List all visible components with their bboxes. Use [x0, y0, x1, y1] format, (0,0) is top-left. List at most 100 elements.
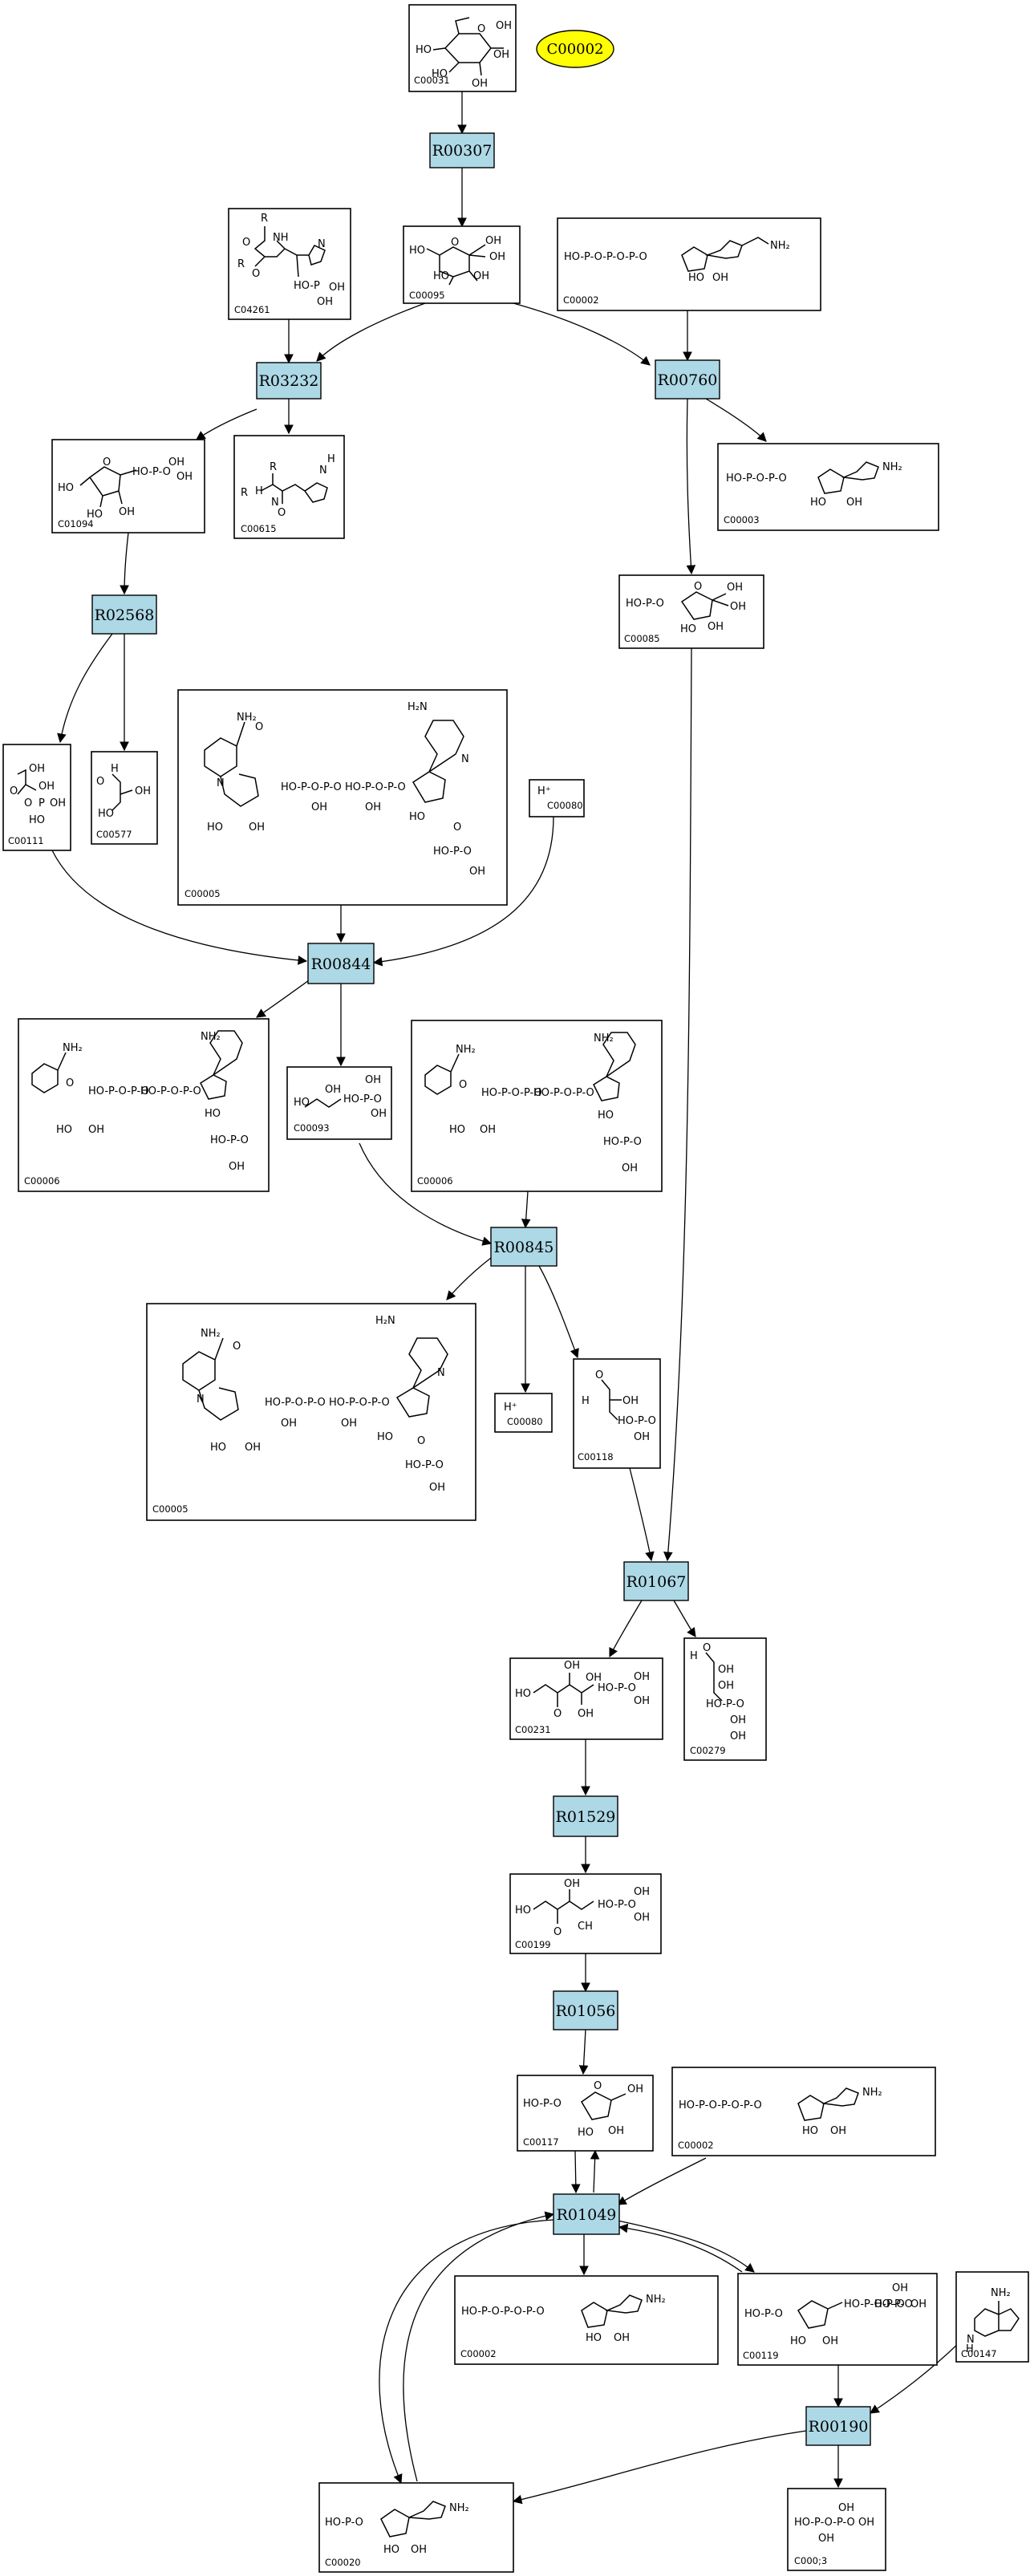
atom: HO — [790, 2335, 806, 2347]
compound-c04261[interactable]: R O NH R O N HO-P OH OH C04261 — [228, 208, 351, 320]
compound-c00093[interactable]: HO OH HO-P-O OH OH C00093 — [286, 1066, 392, 1140]
compound-id: C00095 — [409, 290, 445, 301]
atom: N — [437, 1367, 445, 1379]
compound-c01094[interactable]: O HO-P-O OH OH HO HO OH C01094 — [51, 439, 205, 533]
atom: HO — [409, 245, 425, 257]
atom: HO — [515, 1688, 531, 1700]
compound-c00013[interactable]: HO-P-O-P-O OH OH OH C000;3 — [787, 2488, 886, 2571]
reaction-R01056[interactable]: R01056 — [553, 1990, 618, 2030]
compound-c00117[interactable]: HO-P-O O OH HO OH C00117 — [517, 2075, 654, 2152]
edge-r01049-c00020 — [379, 2219, 554, 2485]
atom: HO-P — [294, 280, 320, 292]
compound-c00002-top[interactable]: HO-P-O-P-O-P-O NH₂ HO OH C00002 — [557, 217, 821, 311]
compound-c00118[interactable]: O H OH HO-P-O OH C00118 — [573, 1358, 661, 1469]
atom: NH — [273, 232, 289, 244]
reaction-R00760[interactable]: R00760 — [655, 359, 720, 400]
reaction-R01067[interactable]: R01067 — [623, 1561, 689, 1601]
edge-c00095-r00760 — [513, 302, 651, 366]
compound-id: C00093 — [294, 1122, 330, 1134]
compound-c00231[interactable]: HO OH OH O OH HO-P-O OH OH C00231 — [509, 1657, 663, 1740]
compound-c00147[interactable]: NH₂ N H C00147 — [955, 2271, 1029, 2363]
compound-c00085[interactable]: HO-P-O O OH OH HO OH C00085 — [618, 574, 764, 649]
atom: HO-P-O-P-O — [345, 781, 406, 793]
reaction-R01529[interactable]: R01529 — [553, 1795, 618, 1837]
reaction-R00307[interactable]: R00307 — [429, 132, 495, 168]
atom: HO — [578, 2127, 594, 2139]
reaction-R02568[interactable]: R02568 — [91, 594, 157, 635]
compound-id: C00085 — [624, 633, 660, 644]
atom: OH — [586, 1672, 602, 1684]
edge-r01067-c00231 — [609, 1600, 643, 1658]
edge-c00119-r01049 — [618, 2223, 743, 2273]
compound-c00095[interactable]: O OH OH HO HO OH C00095 — [403, 225, 521, 304]
compound-c00003[interactable]: HO-P-O-P-O NH₂ HO OH C00003 — [717, 443, 939, 531]
atom: H — [327, 453, 335, 465]
compound-c00002-low[interactable]: HO-P-O-P-O-P-O NH₂ HO OH C00002 — [454, 2275, 719, 2365]
atom: OH — [317, 296, 333, 308]
atom: O — [694, 581, 702, 593]
atom: HO — [56, 1124, 72, 1136]
edge-c00006b-r00845 — [521, 1191, 531, 1229]
atom: H — [255, 485, 263, 497]
compound-c00020[interactable]: HO-P-O NH₂ HO OH C00020 — [318, 2482, 514, 2573]
compound-c00006-a[interactable]: NH₂ O HO-P-O-P-O HO-P-O-P-O HO OH NH₂ HO… — [18, 1018, 270, 1192]
atom: HO-P-O-P-O — [329, 1397, 390, 1409]
atom: OH — [634, 1886, 650, 1898]
compound-c00006-b[interactable]: NH₂ O HO-P-O-P-O HO-P-O-P-O HO OH NH₂ HO… — [411, 1020, 663, 1192]
compound-c00111[interactable]: OH O OH O P OH HO C00111 — [2, 744, 71, 851]
edge-c00085-r01067 — [663, 647, 692, 1562]
atom: HO — [598, 1110, 614, 1122]
atom: HO-P-O-P-O — [533, 1087, 594, 1099]
edge-c00080-r00844 — [372, 816, 554, 967]
atom: OH — [634, 1431, 650, 1443]
atom: N — [461, 753, 469, 765]
edge-r00844-c00006a — [256, 980, 310, 1018]
atom: N — [217, 777, 225, 789]
compound-c00615[interactable]: H N R R H N O C00615 — [233, 435, 345, 539]
atom: HO-P-O — [325, 2517, 363, 2529]
compound-id: C04261 — [234, 304, 270, 315]
compound-c00119[interactable]: HO-P-O HO-P-O-P-O HO-P-O OH OH HO OH C00… — [737, 2273, 938, 2366]
compound-c00279[interactable]: H O OH OH HO-P-O OH OH C00279 — [683, 1637, 767, 1761]
atom: HO-P-O-P-O-P-O — [679, 2099, 762, 2112]
compound-c00005-a[interactable]: NH₂ O N HO-P-O-P-O HO-P-O-P-O OH OH HO O… — [177, 689, 508, 906]
compound-c00577[interactable]: H O OH HO C00577 — [91, 751, 158, 845]
atom: NH₂ — [991, 2287, 1011, 2299]
reaction-R01049[interactable]: R01049 — [553, 2193, 620, 2235]
compound-c00002-mid[interactable]: HO-P-O-P-O-P-O NH₂ HO OH C00002 — [671, 2067, 936, 2156]
compound-c00080-b[interactable]: H⁺ C00080 — [494, 1393, 553, 1433]
atom: HO — [207, 821, 223, 834]
edge-c00117-r01049 — [570, 2150, 581, 2194]
highlight-compound[interactable]: C00002 — [536, 30, 614, 68]
compound-id: C01094 — [58, 518, 94, 529]
compound-c00199[interactable]: HO OH O CH HO-P-O OH OH C00199 — [509, 1873, 662, 1954]
atom: NH₂ — [646, 2294, 666, 2306]
atom: OH — [50, 797, 66, 809]
atom: HO — [383, 2544, 399, 2556]
atom: HO — [377, 1431, 393, 1443]
edge-c00093-r00845 — [359, 1142, 493, 1246]
atom: OH — [493, 49, 509, 61]
atom: OH — [281, 1418, 297, 1430]
compound-c00031[interactable]: O OH HO HO OH OH C00031 — [408, 4, 517, 92]
compound-c00080-a[interactable]: H⁺ C00080 — [529, 779, 585, 817]
reaction-R00190[interactable]: R00190 — [805, 2406, 871, 2446]
reaction-label: R01056 — [556, 2002, 616, 2020]
atom: OH — [730, 1730, 746, 1742]
atom: HO — [210, 1442, 226, 1454]
atom: O — [703, 1642, 711, 1654]
atom: HO — [688, 272, 704, 284]
compound-id: C00003 — [724, 514, 760, 525]
atom: O — [233, 1341, 241, 1353]
atom: OH — [325, 1084, 341, 1096]
atom: OH — [627, 2083, 643, 2095]
reaction-R00844[interactable]: R00844 — [307, 943, 375, 984]
compound-c00005-b[interactable]: NH₂ O N HO-P-O-P-O HO-P-O-P-O OH OH HO O… — [146, 1303, 476, 1521]
atom: OH — [119, 506, 135, 518]
atom: OH — [910, 2298, 927, 2310]
compound-id: C00006 — [24, 1175, 60, 1187]
reaction-R03232[interactable]: R03232 — [256, 362, 322, 400]
edge-r01049-c00119 — [617, 2220, 755, 2273]
atom: H — [582, 1395, 590, 1407]
reaction-R00845[interactable]: R00845 — [490, 1227, 558, 1267]
